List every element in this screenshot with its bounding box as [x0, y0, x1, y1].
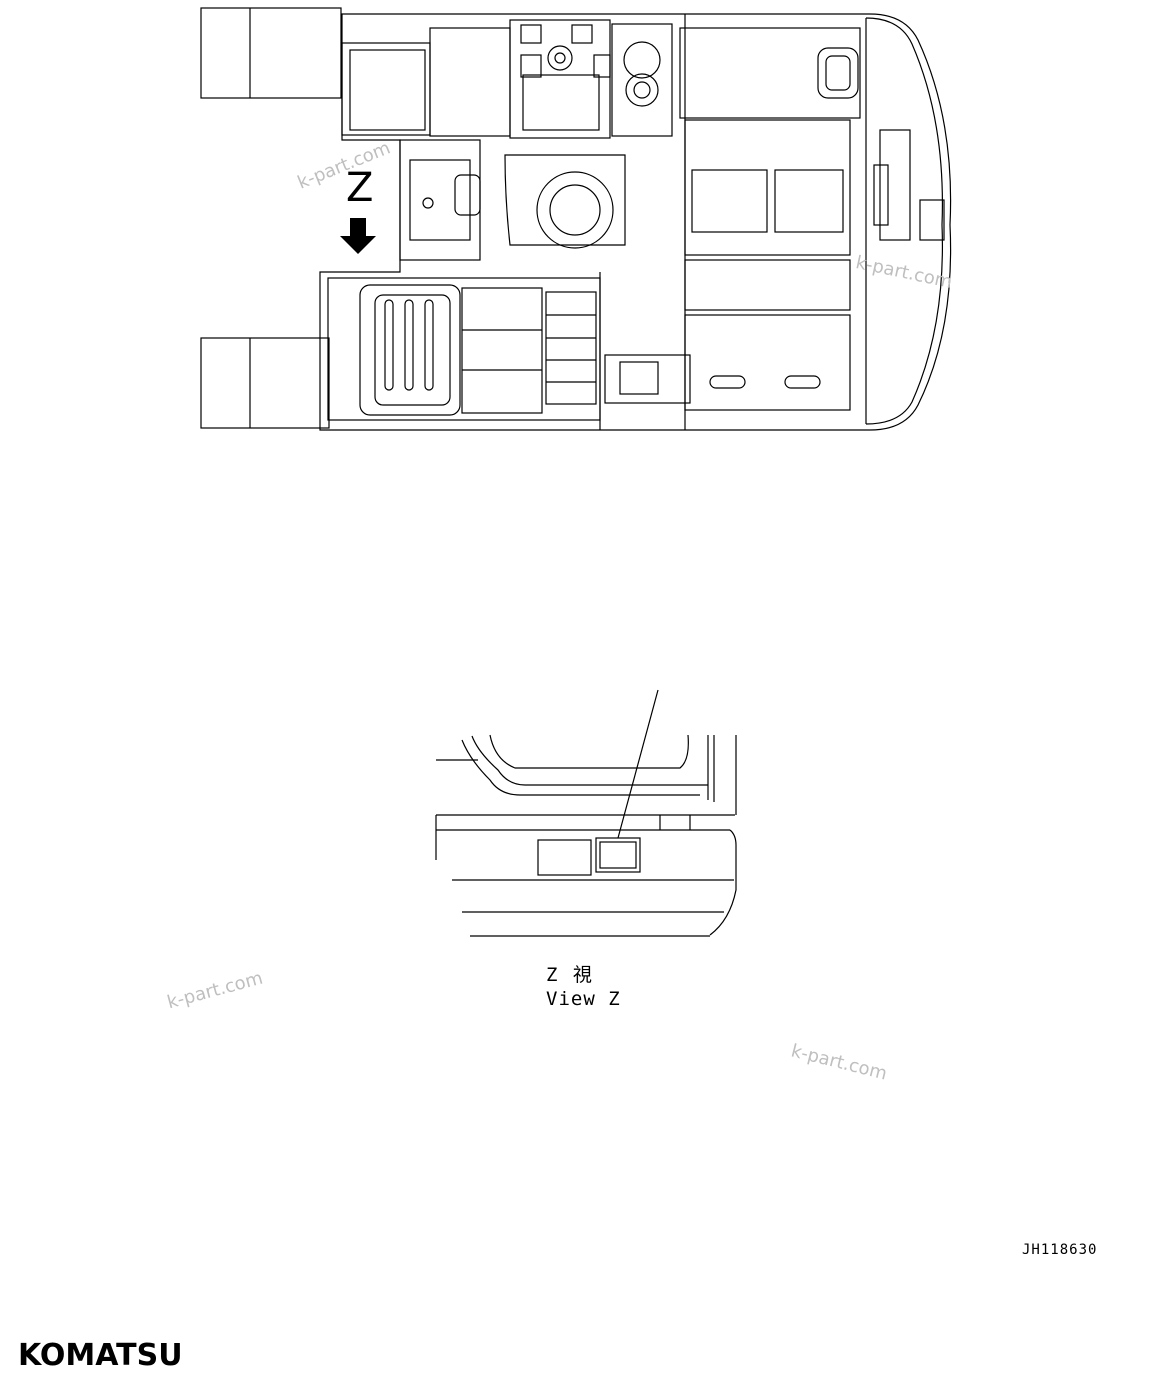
track-lower-left [200, 337, 330, 429]
view-title-japanese: Z 視 [546, 964, 594, 986]
brand-logo: KOMATSU [18, 1338, 183, 1373]
machine-top-view [200, 7, 952, 431]
leader-line [617, 689, 659, 839]
view-z-detail [435, 689, 737, 937]
track-upper-left [200, 7, 342, 99]
drawing-number: JH118630 [1022, 1242, 1098, 1258]
nameplate [537, 839, 592, 876]
view-arrow [340, 218, 376, 254]
serial-plate [595, 837, 641, 873]
view-marker-letter: Z [346, 165, 374, 211]
view-title-english: View Z [546, 988, 621, 1010]
machine-outline [319, 13, 952, 431]
